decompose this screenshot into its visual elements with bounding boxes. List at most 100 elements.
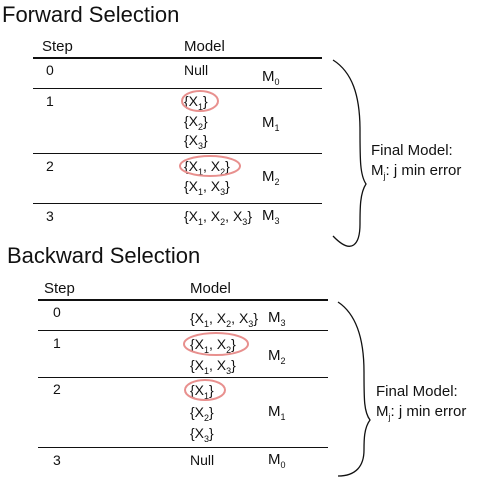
forward-brace	[332, 59, 367, 247]
model-text: {X	[190, 404, 205, 420]
final-rest: : j min error	[385, 162, 462, 179]
final-m: M	[376, 403, 389, 420]
m-sub: 3	[274, 216, 280, 226]
subscript: 3	[242, 216, 248, 227]
subscript: 3	[248, 318, 254, 329]
backward-final-model-label: Final Model: Mj: j min error	[376, 382, 466, 422]
m-sub: 2	[280, 356, 286, 366]
subscript: 2	[226, 344, 232, 355]
backward-section-title: Backward Selection	[7, 243, 201, 268]
forward-model-x1-x3: {X1, X3}	[184, 178, 230, 197]
subscript: 1	[204, 390, 210, 401]
backward-row-rule-1	[38, 377, 328, 378]
forward-m-label-1: M1	[262, 114, 280, 133]
forward-step-0: 0	[46, 62, 54, 78]
subscript: 1	[198, 186, 204, 197]
model-text-end: }	[209, 425, 214, 441]
model-text-mid: , X	[203, 208, 221, 224]
model-text: {X	[190, 336, 205, 352]
subscript: 3	[220, 186, 226, 197]
m-sub: 1	[274, 123, 280, 133]
backward-model-x1-x2: {X1, X2}	[190, 336, 236, 355]
backward-step-3: 3	[53, 452, 61, 468]
forward-row-rule-0	[33, 88, 322, 89]
m-sub: 0	[274, 77, 280, 87]
forward-header-rule	[33, 57, 322, 59]
forward-m-label-2: M2	[262, 168, 280, 187]
backward-model-x3: {X3}	[190, 425, 214, 444]
forward-highlight-x1-x2	[179, 155, 241, 177]
subscript: 2	[220, 166, 226, 177]
model-text-end: }	[247, 208, 252, 224]
forward-row-rule-1	[33, 153, 322, 154]
backward-row-rule-0	[38, 330, 328, 331]
forward-model-header: Model	[184, 38, 225, 55]
subscript: 2	[204, 412, 210, 423]
final-model-line1: Final Model:	[376, 383, 458, 400]
model-text-end: }	[209, 404, 214, 420]
final-model-line2: Mj: j min error	[376, 402, 466, 422]
backward-m-label-2: M1	[268, 403, 286, 422]
backward-highlight-x1-x2	[183, 332, 249, 356]
model-text-end: }	[225, 158, 230, 174]
final-model-line1: Final Model:	[371, 142, 453, 159]
model-text-mid: , X	[203, 178, 221, 194]
forward-highlight-x1	[181, 90, 219, 112]
final-sub: j	[388, 412, 391, 422]
backward-model-x1-x3: {X1, X3}	[190, 357, 236, 376]
backward-model-header: Model	[190, 280, 231, 297]
model-text: {X	[184, 93, 199, 109]
forward-section-title: Forward Selection	[2, 2, 180, 27]
backward-m-label-3: M0	[268, 451, 286, 470]
m-sub: 3	[280, 318, 286, 328]
backward-m-label-1: M2	[268, 347, 286, 366]
model-text-end: }	[203, 132, 208, 148]
subscript: 1	[198, 166, 204, 177]
model-text: {X	[184, 113, 199, 129]
model-text-mid: , X	[209, 310, 227, 326]
model-text: {X	[190, 425, 205, 441]
subscript: 2	[226, 318, 232, 329]
backward-model-x1: {X1}	[190, 382, 214, 401]
forward-model-x3: {X3}	[184, 132, 208, 150]
final-m: M	[371, 162, 384, 179]
backward-m-label-0: M3	[268, 309, 286, 328]
subscript: 3	[226, 365, 232, 376]
backward-header-rule	[38, 299, 328, 301]
subscript: 1	[204, 365, 210, 376]
model-text: {X	[184, 132, 199, 148]
model-text-end: }	[209, 382, 214, 398]
forward-step-1: 1	[46, 93, 54, 109]
forward-row-rule-2	[33, 203, 322, 204]
subscript: 1	[198, 101, 204, 112]
backward-highlight-x1	[184, 379, 226, 401]
forward-model-x1-x2: {X1, X2}	[184, 158, 230, 177]
model-text: {X	[190, 357, 205, 373]
model-text-end: }	[225, 178, 230, 194]
final-model-line2: Mj: j min error	[371, 161, 461, 181]
subscript: 3	[204, 433, 210, 444]
forward-model-x2: {X2}	[184, 113, 208, 132]
forward-step-3: 3	[46, 208, 54, 224]
final-rest: : j min error	[390, 403, 467, 420]
model-text-end: }	[231, 336, 236, 352]
forward-step-2: 2	[46, 158, 54, 174]
backward-step-0: 0	[53, 304, 61, 320]
model-text-mid: , X	[209, 357, 227, 373]
model-text: {X	[184, 158, 199, 174]
backward-model-null: Null	[190, 452, 214, 468]
subscript: 1	[204, 344, 210, 355]
subscript: 2	[198, 121, 204, 132]
m-base: M	[262, 207, 275, 224]
m-base: M	[262, 114, 275, 131]
backward-row-rule-2	[38, 447, 328, 448]
model-text-mid2: , X	[225, 208, 243, 224]
backward-model-x2: {X2}	[190, 404, 214, 423]
model-text: {X	[190, 382, 205, 398]
subscript: 2	[220, 216, 226, 227]
m-base: M	[262, 68, 275, 85]
m-sub: 1	[280, 412, 286, 422]
model-text-mid: , X	[209, 336, 227, 352]
m-base: M	[268, 451, 281, 468]
model-text: {X	[184, 208, 199, 224]
